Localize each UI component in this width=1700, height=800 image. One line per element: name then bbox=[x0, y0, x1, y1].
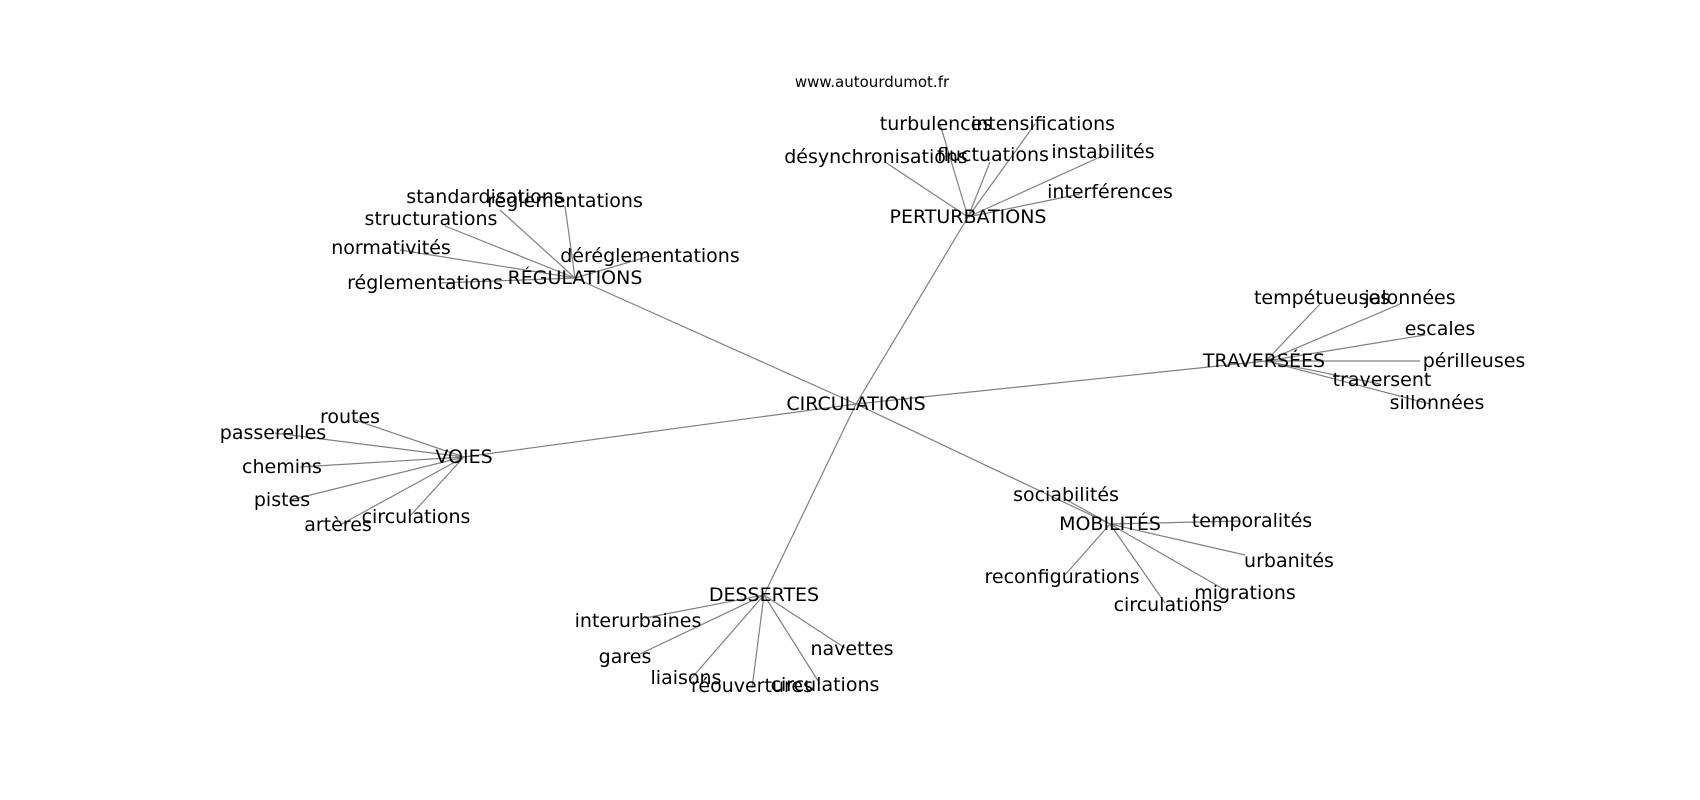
edge-voies-to-passerelles bbox=[274, 432, 465, 458]
node-label-circulations: CIRCULATIONS bbox=[786, 393, 925, 415]
node-label-instabilites: instabilités bbox=[1051, 141, 1154, 163]
edge-traversees-to-tempetueuses bbox=[1265, 303, 1321, 362]
edge-perturbations-to-interferences bbox=[967, 193, 1081, 218]
node-label-circulations: circulations bbox=[771, 674, 880, 696]
edge-circulations-to-traversees bbox=[855, 360, 1267, 405]
edge-mobilites-to-migrations bbox=[1109, 523, 1226, 591]
node-label-escales: escales bbox=[1405, 318, 1476, 340]
node-label-interferences: interférences bbox=[1047, 181, 1173, 203]
edge-voies-to-chemins bbox=[299, 456, 465, 468]
edge-mobilites-to-reconfigurations bbox=[1064, 523, 1111, 576]
node-label-circulations: circulations bbox=[362, 506, 471, 528]
edge-dessertes-to-liaisons bbox=[689, 594, 765, 681]
edge-dessertes-to-gares bbox=[639, 594, 765, 655]
edge-voies-to-routes bbox=[354, 419, 465, 458]
node-label-navettes: navettes bbox=[810, 638, 893, 660]
node-label-temporalites: temporalités bbox=[1192, 510, 1312, 532]
watermark-text: www.autourdumot.fr bbox=[795, 73, 950, 91]
node-label-passerelles: passerelles bbox=[220, 422, 326, 444]
node-label-urbanites: urbanités bbox=[1244, 550, 1334, 572]
edge-circulations-to-voies bbox=[463, 403, 857, 458]
node-label-chemins: chemins bbox=[242, 456, 322, 478]
node-label-reglementations: réglementations bbox=[487, 190, 643, 212]
edge-perturbations-to-turbulences bbox=[939, 123, 969, 218]
edge-perturbations-to-fluctuations bbox=[967, 161, 991, 218]
edge-regulations-to-dereglementations bbox=[574, 255, 651, 279]
edge-traversees-to-traversent bbox=[1265, 360, 1381, 385]
node-label-routes: routes bbox=[320, 406, 380, 428]
edge-dessertes-to-circulations bbox=[763, 594, 821, 685]
edge-circulations-to-dessertes bbox=[763, 403, 857, 596]
edge-circulations-to-mobilites bbox=[855, 403, 1111, 525]
edge-mobilites-to-urbanites bbox=[1109, 523, 1246, 556]
node-label-structurations: structurations bbox=[365, 208, 498, 230]
node-label-liaisons: liaisons bbox=[651, 667, 722, 689]
node-label-dereglementations: déréglementations bbox=[560, 245, 740, 267]
edge-circulations-to-perturbations bbox=[855, 216, 969, 405]
node-label-perilleuses: périlleuses bbox=[1423, 350, 1526, 372]
edge-circulations-to-regulations bbox=[574, 277, 857, 405]
node-label-regulations: RÉGULATIONS bbox=[508, 266, 643, 289]
edge-regulations-to-standardisations bbox=[499, 209, 576, 279]
edge-voies-to-pistes bbox=[289, 456, 465, 501]
edge-traversees-to-escales bbox=[1265, 334, 1426, 362]
graph-labels: CIRCULATIONSPERTURBATIONSturbulencesinte… bbox=[220, 113, 1526, 697]
edge-perturbations-to-instabilites bbox=[967, 156, 1101, 218]
edge-regulations-to-reglementations bbox=[564, 205, 576, 279]
edge-mobilites-to-temporalites bbox=[1109, 520, 1241, 525]
node-label-pistes: pistes bbox=[254, 489, 310, 511]
edge-regulations-to-structurations bbox=[444, 225, 576, 279]
edge-dessertes-to-navettes bbox=[763, 594, 846, 649]
node-label-interurbaines: interurbaines bbox=[575, 610, 702, 632]
node-label-intensifications: intensifications bbox=[971, 113, 1115, 135]
node-label-sillonnees: sillonnées bbox=[1390, 392, 1485, 414]
edge-mobilites-to-sociabilites bbox=[1064, 498, 1111, 525]
node-label-reglementations: réglementations bbox=[347, 272, 503, 294]
node-label-migrations: migrations bbox=[1194, 582, 1296, 604]
node-label-sociabilites: sociabilités bbox=[1013, 484, 1119, 506]
edge-traversees-to-sillonnees bbox=[1265, 360, 1431, 405]
node-label-fluctuations: fluctuations bbox=[937, 144, 1049, 166]
node-label-perturbations: PERTURBATIONS bbox=[890, 206, 1047, 228]
node-label-normativites: normativités bbox=[331, 237, 451, 259]
edge-perturbations-to-desynchronisations bbox=[884, 161, 969, 218]
node-label-reouvertures: réouvertures bbox=[691, 675, 813, 697]
edge-dessertes-to-interurbaines bbox=[644, 594, 765, 619]
edge-dessertes-to-reouvertures bbox=[751, 594, 765, 689]
node-label-traversent: traversent bbox=[1333, 369, 1432, 391]
node-label-arteres: artères bbox=[304, 514, 372, 536]
node-label-circulations: circulations bbox=[1114, 594, 1223, 616]
node-label-voies: VOIES bbox=[435, 446, 492, 468]
node-label-mobilites: MOBILITÉS bbox=[1059, 512, 1161, 535]
node-label-gares: gares bbox=[599, 646, 652, 668]
edge-voies-to-circulations bbox=[409, 456, 465, 517]
edge-regulations-to-normativites bbox=[399, 249, 576, 279]
node-label-turbulences: turbulences bbox=[880, 113, 992, 135]
graph-edges bbox=[274, 123, 1431, 689]
node-label-dessertes: DESSERTES bbox=[709, 584, 819, 606]
edge-mobilites-to-circulations bbox=[1109, 523, 1166, 604]
node-label-traversees: TRAVERSÉES bbox=[1202, 349, 1325, 372]
node-label-standardisations: standardisations bbox=[406, 186, 563, 208]
node-label-jalonnees: jalonnées bbox=[1363, 287, 1455, 309]
edge-regulations-to-reglementations bbox=[439, 277, 576, 284]
edge-traversees-to-jalonnees bbox=[1265, 303, 1401, 362]
edge-perturbations-to-intensifications bbox=[967, 123, 1036, 218]
node-label-reconfigurations: reconfigurations bbox=[984, 566, 1139, 588]
node-label-tempetueuses: tempétueuses bbox=[1254, 287, 1390, 309]
edge-voies-to-arteres bbox=[339, 456, 465, 526]
node-label-desynchronisations: désynchronisations bbox=[784, 146, 968, 168]
